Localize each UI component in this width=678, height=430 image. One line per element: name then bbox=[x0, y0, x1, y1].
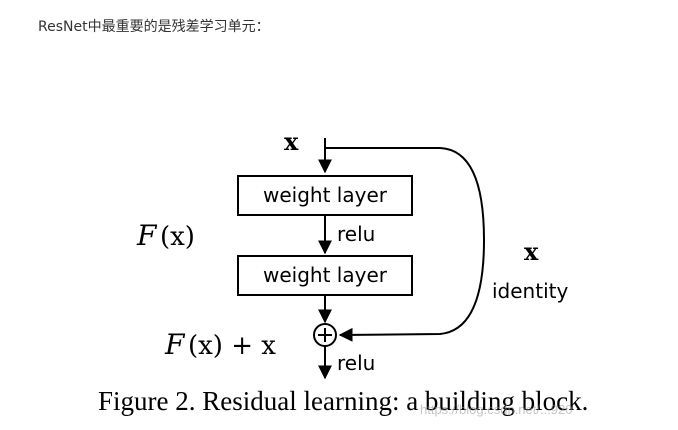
svg-text:(x) + x: (x) + x bbox=[188, 331, 276, 361]
input-x-label: x bbox=[284, 127, 299, 156]
identity-x-label: x bbox=[524, 237, 539, 266]
identity-shortcut-arrow bbox=[325, 147, 486, 342]
identity-label: identity bbox=[492, 279, 568, 303]
weight-layer-1-label: weight layer bbox=[263, 183, 388, 207]
relu-bottom-label: relu bbox=[337, 351, 375, 375]
fx-label: F (x) bbox=[136, 219, 195, 252]
svg-text:(x): (x) bbox=[160, 222, 195, 252]
figure-caption: Figure 2. Residual learning: a building … bbox=[98, 386, 589, 416]
weight-layer-1: weight layer bbox=[237, 175, 413, 216]
weight-layer-2-label: weight layer bbox=[263, 263, 388, 287]
svg-text:F: F bbox=[136, 219, 158, 252]
sum-node bbox=[313, 323, 337, 347]
fx-plus-x-label: F (x) + x bbox=[164, 328, 276, 361]
weight-layer-2: weight layer bbox=[237, 255, 413, 296]
watermark: https://blog.csdn.net/...920 bbox=[420, 402, 573, 417]
svg-text:F: F bbox=[164, 328, 186, 361]
relu-middle-label: relu bbox=[337, 222, 375, 246]
intro-text: ResNet中最重要的是残差学习单元： bbox=[38, 19, 270, 35]
